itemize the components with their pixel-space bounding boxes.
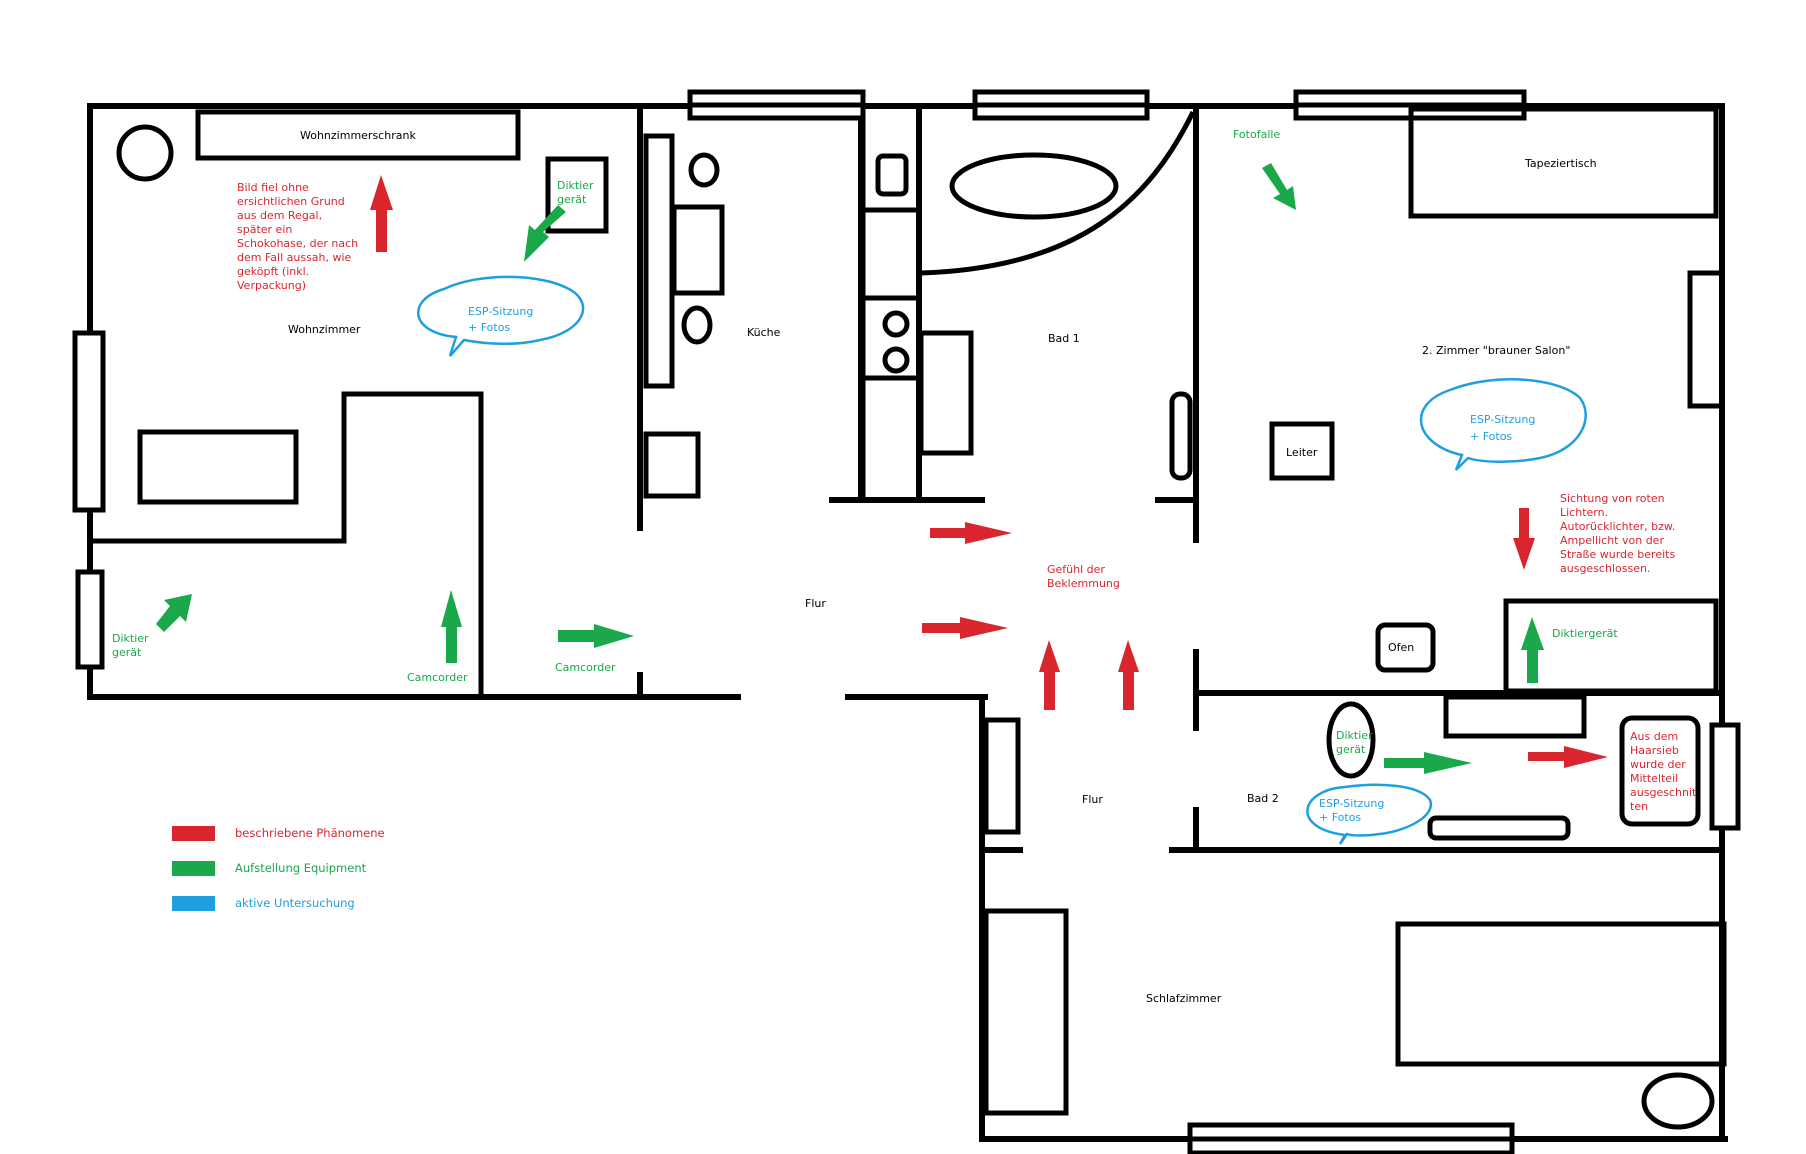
- label-wohnzimmerschrank: Wohnzimmerschrank: [300, 129, 416, 142]
- label-beklemmung: Gefühl der Beklemmung: [1047, 563, 1120, 590]
- windows: [72, 89, 1741, 1154]
- label-haarsieb: Aus dem Haarsieb wurde der Mittelteil au…: [1630, 730, 1700, 813]
- red-arrow-flur-up-1: [1039, 640, 1060, 710]
- green-arrow-camcorder-flur: [558, 624, 634, 648]
- red-arrow-flur-right-2: [922, 617, 1008, 639]
- tapeziertisch-shape: [1408, 106, 1719, 219]
- room-label-flur-bottom: Flur: [1082, 793, 1103, 806]
- legend-item-phenomena: beschriebene Phänomene: [172, 824, 385, 842]
- label-ofen: Ofen: [1388, 641, 1414, 654]
- ofen-shape: [1375, 622, 1436, 673]
- esp-sessions: [416, 275, 1587, 845]
- red-arrow-bad2-right: [1528, 746, 1608, 768]
- label-diktiergeraet-salon: Diktiergerät: [1552, 627, 1618, 640]
- room-label-brauner-salon: 2. Zimmer "brauner Salon": [1422, 344, 1570, 357]
- room-labels: Wohnzimmer Küche Bad 1 2. Zimmer "braune…: [288, 323, 1570, 1005]
- wohnzimmer-diktier-box: [545, 156, 609, 234]
- legend-label-phenomena: beschriebene Phänomene: [235, 826, 385, 840]
- red-arrow-wohnzimmer-up: [370, 175, 393, 252]
- label-esp-bad2: ESP-Sitzung+ Fotos: [1319, 797, 1384, 824]
- esp-bubble-wohnzimmer: [416, 275, 585, 357]
- label-bild-fiel: Bild fiel ohne ersichtlichen Grund aus d…: [237, 181, 362, 292]
- red-arrow-flur-right-1: [930, 522, 1012, 544]
- green-arrow-bad2: [1384, 752, 1472, 774]
- legend-label-equipment: Aufstellung Equipment: [235, 861, 367, 875]
- label-rote-lichter: Sichtung von roten Lichtern. Autorücklic…: [1560, 492, 1679, 575]
- label-camcorder-flur: Camcorder: [555, 661, 616, 674]
- label-fotofalle: Fotofalle: [1233, 128, 1280, 141]
- room-label-bad2: Bad 2: [1247, 792, 1279, 805]
- furniture: [92, 103, 1727, 1130]
- legend-item-investigation: aktive Untersuchung: [172, 894, 355, 912]
- esp-bubble-bad2: [1306, 783, 1433, 845]
- room-label-bad1: Bad 1: [1048, 332, 1080, 345]
- label-tapeziertisch: Tapeziertisch: [1524, 157, 1597, 170]
- furniture-labels: Wohnzimmerschrank Tapeziertisch Leiter O…: [300, 129, 1597, 654]
- room-label-kueche: Küche: [747, 326, 781, 339]
- esp-bubble-salon: [1419, 378, 1587, 471]
- leiter-shape: [1269, 421, 1335, 481]
- room-label-schlafzimmer: Schlafzimmer: [1146, 992, 1222, 1005]
- room-label-flur-top: Flur: [805, 597, 826, 610]
- legend-swatch-green: [172, 860, 215, 876]
- label-esp-salon: ESP-Sitzung+ Fotos: [1470, 413, 1535, 443]
- label-esp-wohnzimmer: ESP-Sitzung+ Fotos: [468, 305, 533, 334]
- label-leiter: Leiter: [1286, 446, 1318, 459]
- legend-swatch-red: [172, 825, 215, 841]
- wohnzimmer-table: [137, 429, 299, 505]
- legend-swatch-blue: [172, 895, 215, 911]
- room-label-wohnzimmer: Wohnzimmer: [288, 323, 361, 336]
- session-labels: ESP-Sitzung+ Fotos ESP-Sitzung+ Fotos ES…: [468, 305, 1535, 824]
- wohnzimmer-sofa: [92, 391, 484, 697]
- green-arrow-fotofalle: [1262, 163, 1296, 210]
- green-arrow-camcorder-wz: [441, 590, 462, 663]
- label-camcorder-wz: Camcorder: [407, 671, 468, 684]
- red-arrow-flur-up-2: [1118, 640, 1139, 710]
- schlafzimmer-plant: [1641, 1072, 1715, 1130]
- legend-label-investigation: aktive Untersuchung: [235, 896, 355, 910]
- bad1-shower-curve: [920, 110, 1196, 276]
- green-arrow-diktier-wz-bottom: [156, 594, 192, 632]
- wohnzimmerschrank-shape: [195, 109, 521, 161]
- legend-item-equipment: Aufstellung Equipment: [172, 859, 366, 877]
- schlafzimmer-bed: [1395, 921, 1727, 1067]
- red-arrow-salon-down: [1513, 508, 1535, 570]
- wohnzimmer-plant: [116, 124, 174, 182]
- green-arrow-diktier-wz-top: [524, 205, 566, 262]
- arrows: [156, 163, 1608, 774]
- phenomena-labels: Bild fiel ohne ersichtlichen Grund aus d…: [237, 181, 1700, 813]
- green-arrow-salon-diktier: [1521, 617, 1544, 683]
- bad1-tub: [949, 152, 1119, 220]
